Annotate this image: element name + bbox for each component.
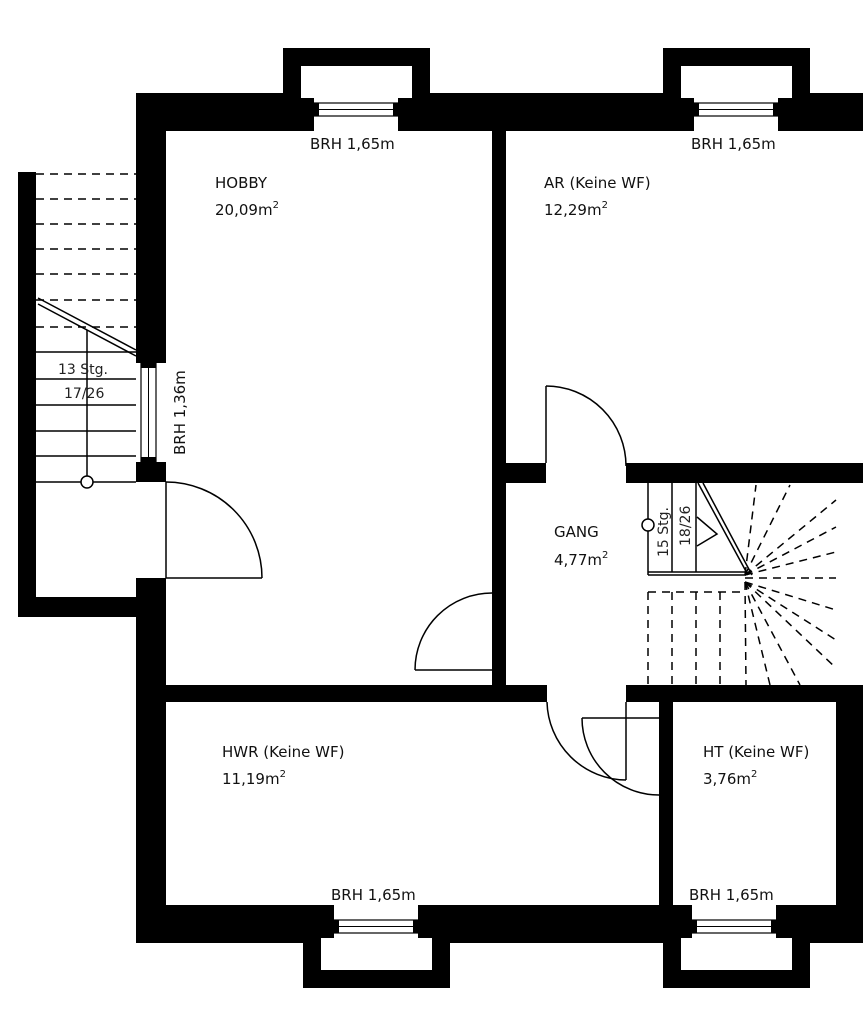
- window-label-hobby-top: BRH 1,65m: [310, 135, 395, 153]
- window-label-ar-top: BRH 1,65m: [691, 135, 776, 153]
- window-hobby-left: [140, 362, 157, 463]
- wall-left-lower: [136, 462, 166, 482]
- room-gang: GANG 4,77m2: [554, 523, 608, 569]
- window-label-hobby-left: BRH 1,36m: [171, 370, 189, 455]
- stair-left-ratio: 17/26: [64, 386, 104, 402]
- window-bay-ar-top: [663, 48, 810, 131]
- stair-right-ratio: 18/26: [678, 506, 694, 546]
- stair-left: 13 Stg. 17/26: [18, 172, 166, 617]
- room-ar-area: 12,29m2: [544, 200, 608, 219]
- room-hobby-name: HOBBY: [215, 174, 268, 192]
- room-gang-area: 4,77m2: [554, 550, 608, 569]
- room-hwr-name: HWR (Keine WF): [222, 743, 344, 761]
- door-ar-gang: [545, 385, 627, 467]
- door-hobby-exterior: [165, 481, 263, 579]
- stair-right-steps: 15 Stg.: [656, 507, 672, 557]
- room-ht: HT (Keine WF) 3,76m2: [703, 743, 809, 788]
- window-bay-ht-bottom: [663, 905, 810, 988]
- stair-right: 15 Stg. 18/26: [641, 482, 837, 686]
- room-hwr-area: 11,19m2: [222, 769, 286, 788]
- window-label-hwr-bottom: BRH 1,65m: [331, 886, 416, 904]
- window-bay-hobby-top: [283, 48, 430, 131]
- wall-left-bottom: [136, 578, 166, 943]
- room-hobby-area: 20,09m2: [215, 200, 279, 219]
- room-hobby: HOBBY 20,09m2: [215, 174, 279, 219]
- wall-right-lower: [836, 685, 863, 943]
- window-label-ht-bottom: BRH 1,65m: [689, 886, 774, 904]
- door-hobby-gang: [414, 592, 493, 671]
- door-hwr-gang: [546, 701, 627, 781]
- room-ht-area: 3,76m2: [703, 769, 757, 788]
- door-ht-gang: [581, 702, 661, 796]
- interior-walls: [166, 131, 863, 905]
- room-ar: AR (Keine WF) 12,29m2: [544, 174, 651, 219]
- room-hwr: HWR (Keine WF) 11,19m2: [222, 743, 344, 788]
- room-gang-name: GANG: [554, 523, 599, 541]
- room-ht-name: HT (Keine WF): [703, 743, 809, 761]
- wall-left-upper: [136, 93, 166, 363]
- window-bay-hwr-bottom: [303, 905, 450, 988]
- room-ar-name: AR (Keine WF): [544, 174, 651, 192]
- stair-left-steps: 13 Stg.: [58, 362, 108, 378]
